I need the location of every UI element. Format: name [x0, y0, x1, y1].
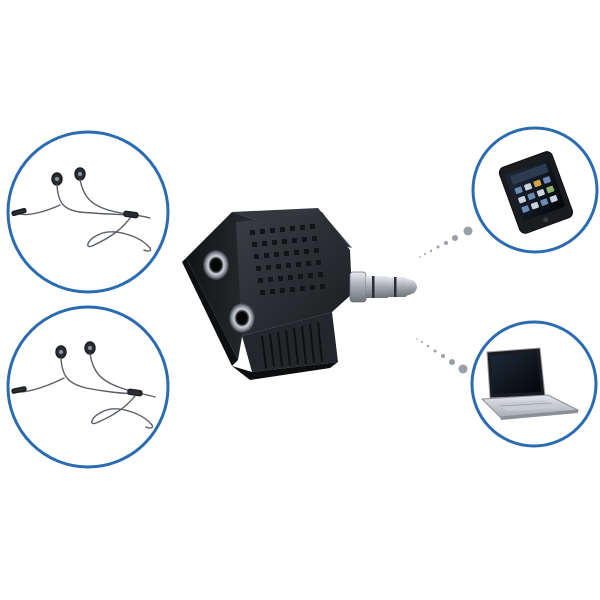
earphones-icon [11, 341, 156, 429]
laptop-icon [480, 347, 580, 420]
earphones-circle-top [6, 130, 170, 294]
smartphone-icon [498, 151, 574, 234]
headphone-jack-socket-bottom [229, 303, 255, 333]
earphones-circle-bottom [6, 305, 170, 469]
audio-splitter-adapter-icon [182, 208, 417, 380]
smartphone-circle [471, 126, 599, 254]
circle-border [6, 130, 170, 294]
laptop-circle [470, 320, 598, 448]
male-audio-plug [349, 271, 417, 303]
rib-texture [261, 321, 323, 369]
circle-border [6, 305, 170, 469]
connection-dots-top [419, 226, 473, 258]
grip-texture [250, 224, 325, 295]
headphone-jack-socket-top [203, 250, 229, 280]
connection-dots-bottom [416, 338, 468, 374]
earphones-icon [11, 167, 152, 252]
